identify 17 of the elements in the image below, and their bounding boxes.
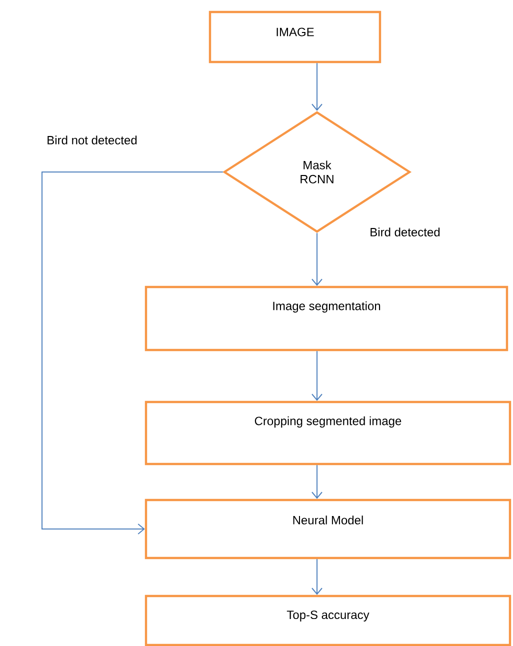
arrow — [312, 62, 322, 111]
arrow — [42, 172, 224, 534]
edge-label: Bird not detected — [46, 134, 138, 146]
box-text: IMAGE — [276, 28, 314, 36]
process-box — [144, 400, 512, 466]
arrow — [312, 350, 322, 401]
arrow — [312, 558, 322, 595]
box-text: Neural Model — [293, 516, 363, 524]
process-box — [144, 498, 512, 560]
box-text: Cropping segmented image — [254, 416, 402, 428]
arrow — [312, 464, 322, 499]
box-text: Image segmentation — [273, 301, 380, 313]
box-text: Top-S accuracy — [286, 610, 370, 622]
process-box — [144, 286, 508, 352]
process-box — [144, 594, 512, 646]
arrow — [312, 232, 322, 286]
process-box — [208, 10, 382, 64]
